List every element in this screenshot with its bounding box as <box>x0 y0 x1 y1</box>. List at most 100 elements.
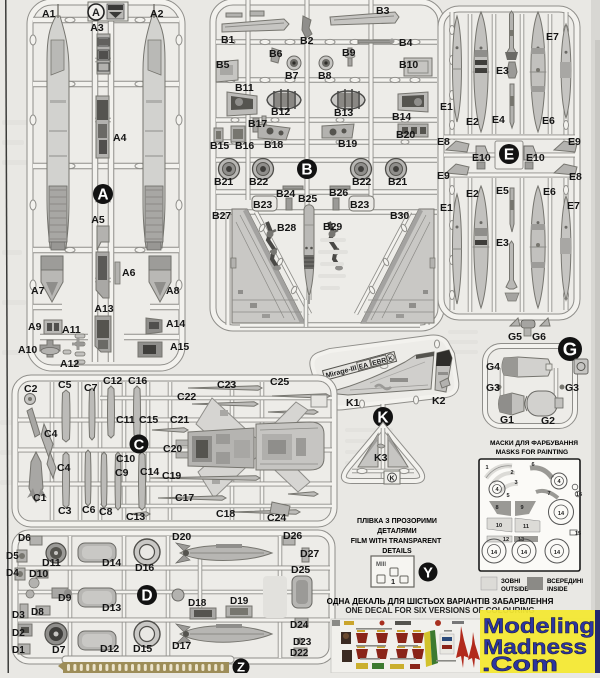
svg-text:B17: B17 <box>248 118 267 130</box>
svg-text:C9: C9 <box>115 467 129 479</box>
svg-text:D13: D13 <box>102 602 121 614</box>
svg-text:C: C <box>134 437 145 453</box>
svg-text:14: 14 <box>491 550 498 556</box>
svg-text:E7: E7 <box>546 31 559 43</box>
svg-text:A6: A6 <box>122 267 136 279</box>
svg-text:B21: B21 <box>214 176 233 188</box>
svg-text:G4: G4 <box>486 361 500 373</box>
svg-text:D15: D15 <box>133 643 152 655</box>
svg-text:D18: D18 <box>188 598 207 609</box>
svg-text:B20: B20 <box>396 129 415 141</box>
svg-text:K: K <box>377 410 389 427</box>
svg-text:10: 10 <box>496 523 502 529</box>
svg-text:C2: C2 <box>24 383 38 395</box>
svg-text:C3: C3 <box>58 505 72 517</box>
svg-text:E8: E8 <box>569 171 582 183</box>
svg-text:C19: C19 <box>162 470 181 482</box>
svg-text:D25: D25 <box>291 564 310 576</box>
svg-text:5: 5 <box>506 493 509 499</box>
svg-text:B3: B3 <box>376 5 390 17</box>
svg-text:3: 3 <box>514 480 517 486</box>
svg-text:INSIDE: INSIDE <box>547 586 568 593</box>
svg-text:C10: C10 <box>116 453 135 465</box>
svg-text:12: 12 <box>503 537 509 543</box>
svg-text:Z: Z <box>237 660 245 673</box>
svg-text:C24: C24 <box>267 512 286 524</box>
svg-text:E6: E6 <box>542 115 555 127</box>
svg-text:E6: E6 <box>543 186 556 198</box>
svg-text:D26: D26 <box>283 530 302 542</box>
svg-text:D4: D4 <box>6 568 19 579</box>
svg-text:E: E <box>504 147 514 164</box>
svg-text:B12: B12 <box>271 106 290 118</box>
svg-text:14: 14 <box>554 550 561 556</box>
svg-text:ПЛІВКА З ПРОЗОРИМИ: ПЛІВКА З ПРОЗОРИМИ <box>357 518 437 525</box>
svg-text:B28: B28 <box>277 222 296 234</box>
svg-text:B30: B30 <box>390 210 409 222</box>
svg-text:B6: B6 <box>269 48 283 60</box>
svg-text:C21: C21 <box>170 414 189 426</box>
svg-text:A: A <box>97 187 108 204</box>
svg-text:B26: B26 <box>329 187 348 199</box>
svg-text:C18: C18 <box>216 508 235 520</box>
svg-text:E2: E2 <box>466 188 479 200</box>
svg-text:B7: B7 <box>285 70 299 82</box>
svg-text:E10: E10 <box>472 152 491 164</box>
svg-text:D5: D5 <box>6 551 19 562</box>
svg-text:EBR: EBR <box>372 357 388 367</box>
svg-text:K2: K2 <box>432 395 446 407</box>
svg-text:B23: B23 <box>350 199 369 211</box>
svg-text:D20: D20 <box>172 531 191 543</box>
svg-text:B27: B27 <box>212 210 231 222</box>
svg-text:D14: D14 <box>102 557 121 569</box>
svg-text:16: 16 <box>576 492 582 498</box>
svg-text:G1: G1 <box>500 414 514 426</box>
svg-text:C4: C4 <box>44 428 58 440</box>
svg-text:B9: B9 <box>342 47 356 59</box>
svg-text:A: A <box>92 7 100 19</box>
svg-text:C6: C6 <box>82 504 96 516</box>
svg-text:C7: C7 <box>84 382 98 394</box>
svg-text:B24: B24 <box>276 188 295 200</box>
svg-text:B14: B14 <box>392 111 411 123</box>
svg-text:D27: D27 <box>300 548 319 560</box>
svg-text:15: 15 <box>575 531 581 537</box>
svg-text:C14: C14 <box>140 466 159 478</box>
svg-text:B10: B10 <box>399 59 418 71</box>
svg-text:G3: G3 <box>486 382 500 394</box>
svg-text:D7: D7 <box>52 644 66 656</box>
svg-text:8: 8 <box>495 505 498 511</box>
svg-text:13: 13 <box>518 537 524 543</box>
svg-text:1: 1 <box>391 577 395 586</box>
svg-text:ОДНА ДЕКАЛЬ ДЛЯ ШІСТЬОХ ВАРІАН: ОДНА ДЕКАЛЬ ДЛЯ ШІСТЬОХ ВАРІАНТІВ ЗАБАРВ… <box>327 597 554 606</box>
svg-text:14: 14 <box>558 511 565 517</box>
svg-text:B16: B16 <box>235 140 254 152</box>
svg-text:B18: B18 <box>264 139 283 151</box>
svg-text:4: 4 <box>495 487 499 493</box>
svg-text:E1: E1 <box>440 202 453 214</box>
svg-text:1: 1 <box>485 465 488 471</box>
svg-text:МАСКИ ДЛЯ ФАРБУВАННЯ: МАСКИ ДЛЯ ФАРБУВАННЯ <box>490 440 578 447</box>
svg-text:E5: E5 <box>496 185 509 197</box>
svg-text:B11: B11 <box>235 82 254 94</box>
svg-text:B: B <box>301 162 312 179</box>
svg-text:D9: D9 <box>58 592 72 604</box>
svg-text:11: 11 <box>523 524 529 530</box>
svg-text:D22: D22 <box>290 648 309 659</box>
svg-text:B22: B22 <box>249 176 268 188</box>
svg-text:B21: B21 <box>388 176 407 188</box>
svg-text:A11: A11 <box>62 324 81 336</box>
svg-text:E2: E2 <box>466 116 479 128</box>
svg-text:E8: E8 <box>437 136 450 148</box>
svg-text:A14: A14 <box>166 318 185 330</box>
svg-text:E10: E10 <box>526 152 545 164</box>
svg-text:A10: A10 <box>18 344 37 356</box>
svg-text:A5: A5 <box>91 214 105 226</box>
svg-text:A3: A3 <box>90 22 104 34</box>
svg-text:E3: E3 <box>496 65 509 77</box>
svg-text:C13: C13 <box>126 511 145 523</box>
svg-text:B1: B1 <box>221 34 235 46</box>
svg-text:C1: C1 <box>33 492 47 504</box>
svg-text:A9: A9 <box>28 321 42 333</box>
svg-text:DETAILS: DETAILS <box>382 548 412 555</box>
